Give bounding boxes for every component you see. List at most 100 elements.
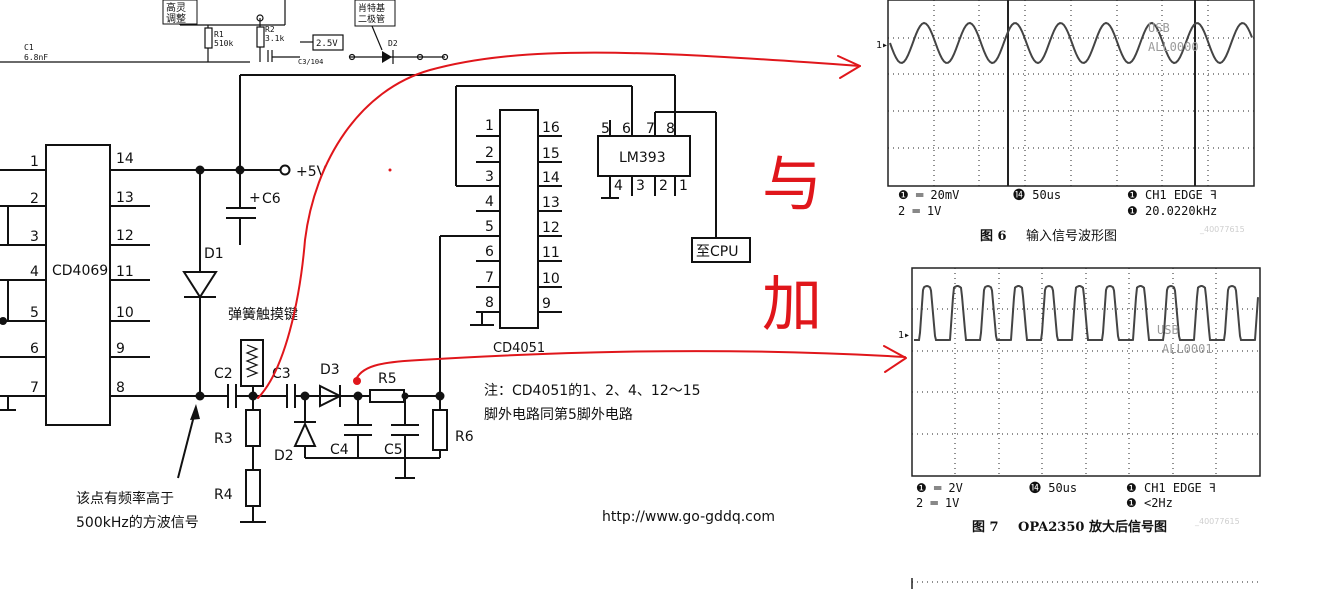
red-dot [353,377,361,385]
handwritten-2: 加 [762,270,822,340]
scope7-time: ⓮ 50us [1029,481,1077,495]
scope6-ch-a: ❶ ═ 20mV [898,188,959,202]
lm393-pin-1: 1 [679,178,688,194]
scope7-marker: 1▸ [898,330,910,341]
scope8-partial [911,578,1260,589]
cd4069-pin-13: 13 [116,190,134,206]
cd4051-pin-4: 4 [485,194,494,210]
r3-label: R3 [214,431,233,447]
scope6-grid [888,0,1254,186]
lm393-pin-8: 8 [666,121,675,137]
red-arrowhead-scope6 [837,55,861,79]
freq-note-line-1: 该点有频率高于 [76,490,174,507]
red-speck [388,168,392,172]
cd4051-pin-5: 5 [485,219,494,235]
scope7-panel: 1▸ USB ALL0001 ❶ ═ 2V 2 ═ 1V ⓮ 50us ❶ CH… [898,267,1261,535]
cd4051-pin-7: 7 [485,270,494,286]
cd4069-pin-2: 2 [30,191,39,207]
c6-label: C6 [262,191,281,207]
cd4051-pin-8: 8 [485,295,494,311]
r4-label: R4 [214,487,233,503]
cd4069-pin-11: 11 [116,264,134,280]
lm393-pin-2: 2 [659,178,668,194]
cd4069-pin-1: 1 [30,154,39,170]
cd4069-pin-9: 9 [116,341,125,357]
lm393-chip: LM393 5 6 7 8 4 3 2 1 至CPU [597,111,751,263]
top-label-schottky: 肖特基 [358,2,385,14]
scope7-trigger: ❶ CH1 EDGE ꟻ [1126,481,1216,495]
r6-label: R6 [455,429,474,445]
cd4051-pin-15: 15 [542,146,560,162]
scope7-ch-a: ❶ ═ 2V [916,481,963,495]
cd4069-pin-14: 14 [116,151,134,167]
scope7-grid [912,268,1260,476]
top-label-r1-value: 510k [214,39,233,48]
red-annotations: 与 加 [257,51,907,399]
cd4051-pin-2: 2 [485,145,494,161]
scope6-file: ALL0000 [1148,40,1199,54]
scope6-time: ⓮ 50us [1013,188,1061,202]
scope7-usb: USB [1157,323,1179,337]
scope6-trigger: ❶ CH1 EDGE ꟻ [1127,188,1217,202]
cd4069-pin-7: 7 [30,380,39,396]
cd4069-pin-5: 5 [30,305,39,321]
scope7-frequency: ❶ <2Hz [1126,496,1173,510]
r5-label: R5 [378,371,397,387]
top-label-r2-value: 3.1k [265,34,284,43]
scope6-panel: 1▸ USB ALL0000 ❶ ═ 20mV 2 ═ 1V ⓮ 50us ❶ … [876,0,1255,244]
red-arrowhead-scope7 [883,345,907,373]
freq-note-line-2: 500kHz的方波信号 [76,515,199,531]
note-line-1: 注：CD4051的1、2、4、12～15 [484,383,701,399]
top-label-r1: R1 [214,30,224,39]
top-label-d2: D2 [388,39,398,48]
handwritten-1: 与 [762,150,822,220]
cd4069-pin-4: 4 [30,264,39,280]
cd4051-label: CD4051 [493,341,545,356]
top-label-c1-value: 6.8nF [24,53,48,62]
c4-label: C4 [330,442,349,458]
d1-label: D1 [204,246,224,262]
lm393-pin-3: 3 [636,178,645,194]
cd4069-pin-10: 10 [116,305,134,321]
c6-plus: + [249,190,261,206]
cd4069-pin-3: 3 [30,229,39,245]
c2-label: C2 [214,366,233,382]
top-label-high-sens: 高灵 [166,1,186,14]
cd4051-pin-6: 6 [485,244,494,260]
d2-label: D2 [274,448,294,464]
top-label-voltage: 2.5V [316,39,338,49]
top-label-r2: R2 [265,25,275,34]
lm393-pin-7: 7 [646,121,655,137]
top-cropped-circuit: 高灵 调整 R1 510k R2 3.1k 2.5V C3/104 肖特基 二极… [0,0,449,66]
cd4069-pin-6: 6 [30,341,39,357]
cd4051-pin-11: 11 [542,245,560,261]
cd4051-pin-10: 10 [542,271,560,287]
cd4051-pin-14: 14 [542,170,560,186]
lm393-pin-4: 4 [614,178,623,194]
scope6-frequency: ❶ 20.0220kHz [1127,204,1217,218]
cd4051-chip: CD4051 1 2 3 4 5 6 7 8 16 15 14 13 12 [455,85,633,356]
cd4069-chip: CD4069 1 2 3 4 5 6 7 14 13 12 11 10 9 8 [0,144,200,426]
top-label-adjust: 调整 [166,12,186,25]
cd4051-pin-13: 13 [542,195,560,211]
cd4069-label: CD4069 [52,263,108,279]
scope7-trace [914,284,1259,341]
scope6-marker: 1▸ [876,40,888,51]
top-label-diode: 二极管 [358,13,385,25]
top-label-c3: C3/104 [298,58,323,66]
scope7-file: ALL0001 [1162,342,1213,356]
c5-label: C5 [384,442,403,458]
power-section: +5V + C6 D1 [182,74,676,401]
cd4069-pin-12: 12 [116,228,134,244]
cd4051-pin-3: 3 [485,169,494,185]
cd4051-pin-9: 9 [542,296,551,312]
sense-network: C2 R3 R4 弹簧触摸键 C3 D3 D2 R5 [200,235,500,523]
scope6-caption-text: 输入信号波形图 [1026,228,1117,244]
cd4051-pin-1: 1 [485,118,494,134]
top-label-c1: C1 [24,43,34,52]
scope7-ch-b: 2 ═ 1V [916,496,959,510]
scope7-watermark: _40077615 [1194,517,1240,526]
cd4051-pin-16: 16 [542,120,560,136]
note-line-2: 脚外电路同第5脚外电路 [484,406,633,423]
